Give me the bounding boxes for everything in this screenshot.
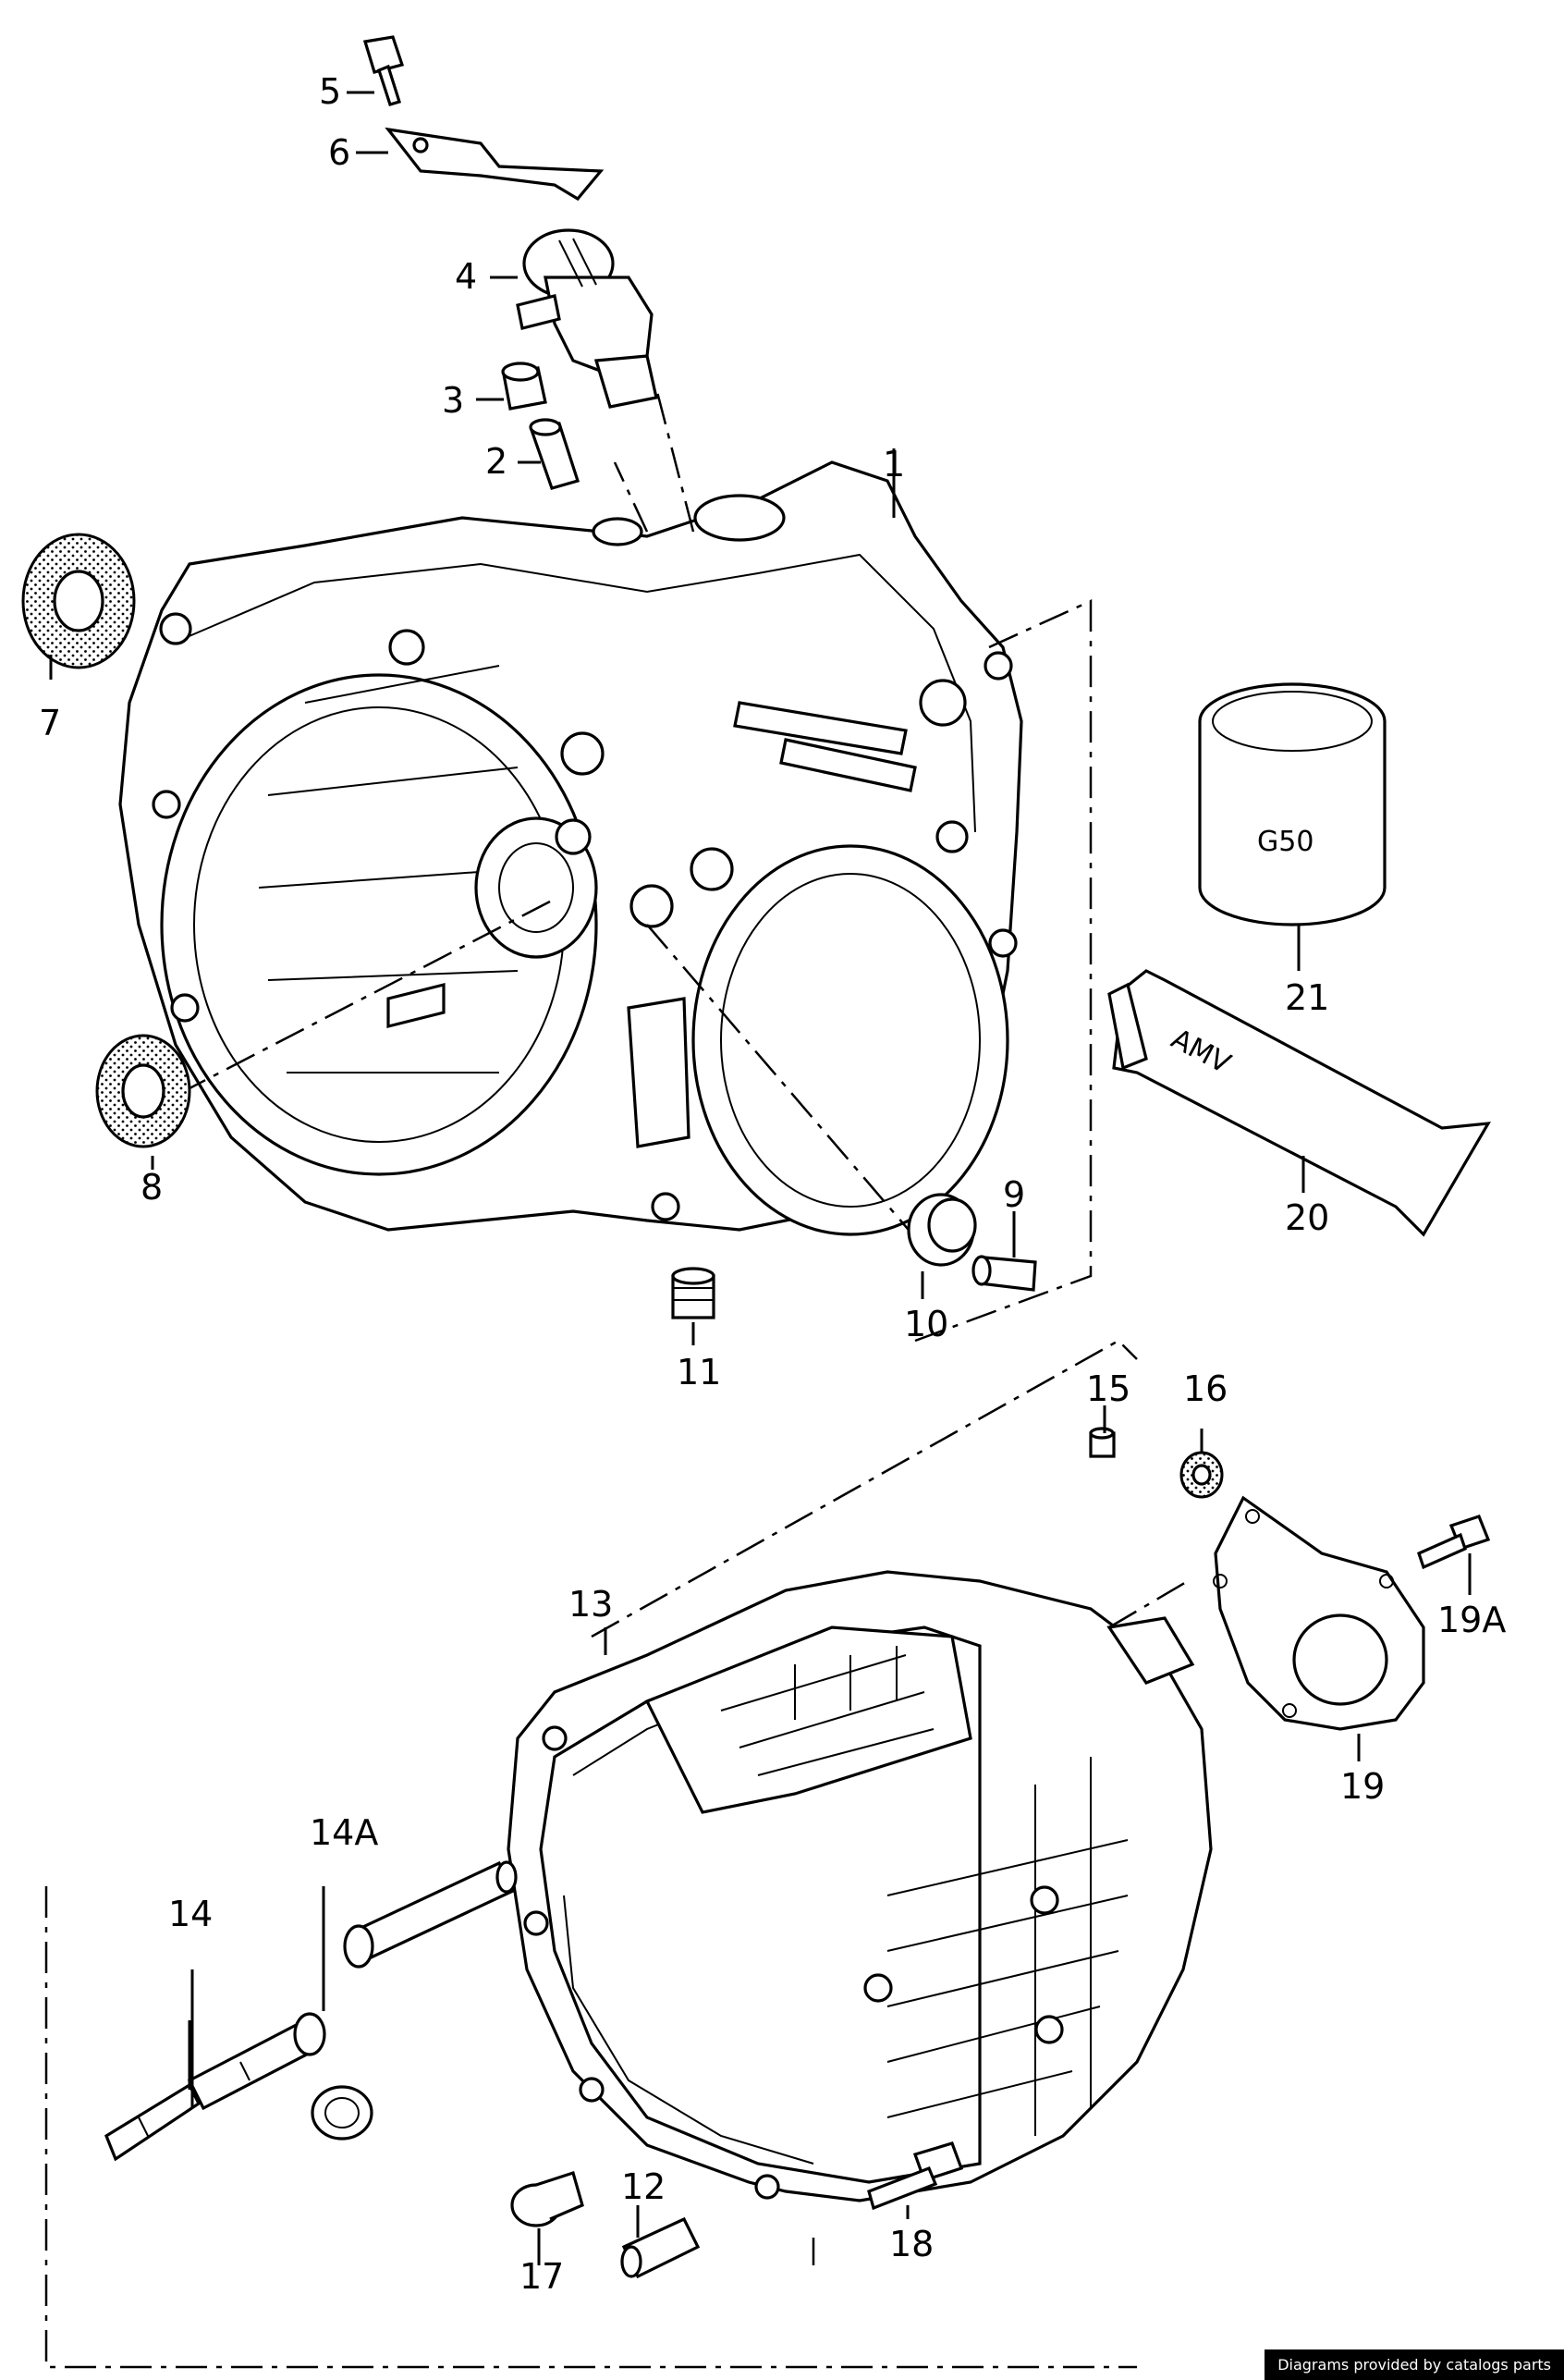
part-14a-rod [343, 1860, 518, 1969]
callout-1: 1 [883, 444, 905, 485]
part-2-sleeve [529, 418, 580, 490]
callout-14: 14 [168, 1894, 213, 1934]
callouts: 1 2 3 4 5 6 7 8 9 10 11 12 13 14 14A 15 … [39, 71, 1506, 2297]
part-3-cap [501, 362, 547, 411]
callout-20: 20 [1285, 1197, 1329, 1238]
callout-7: 7 [39, 703, 61, 743]
part-7-seal [21, 533, 136, 669]
callout-9: 9 [1003, 1174, 1025, 1215]
callout-3: 3 [442, 380, 464, 421]
callout-17: 17 [519, 2256, 564, 2297]
callout-19: 19 [1340, 1766, 1385, 1807]
callout-12: 12 [621, 2166, 666, 2207]
callout-8: 8 [141, 1167, 163, 1208]
part-4-switch [516, 228, 658, 409]
footer-credit: Diagrams provided by catalogs parts [1265, 2349, 1564, 2380]
callout-11: 11 [677, 1352, 721, 1392]
part-21-can: G50 [1198, 682, 1387, 926]
upper-assembly-outline [914, 599, 1093, 1343]
part-17-washer [510, 2170, 584, 2227]
callout-13: 13 [568, 1584, 613, 1625]
callout-4: 4 [455, 256, 477, 297]
callout-19a: 19A [1437, 1600, 1506, 1640]
callout-16: 16 [1183, 1368, 1228, 1409]
part-8-seal [95, 1034, 191, 1148]
callout-6: 6 [328, 132, 350, 173]
part-12-dowel [620, 2216, 701, 2279]
callout-10: 10 [904, 1304, 948, 1344]
bushing [311, 2085, 373, 2141]
part-19a-bolt [1417, 1515, 1491, 1570]
callout-15: 15 [1086, 1368, 1130, 1409]
part-14-shift-lever [104, 2012, 326, 2162]
part-20-tube: AMV [1107, 969, 1491, 1237]
callout-5: 5 [319, 71, 341, 112]
part-11-plug [671, 1267, 715, 1319]
leader-lines [49, 91, 1472, 2265]
callout-2: 2 [485, 441, 507, 482]
part-15-pin [1089, 1427, 1116, 1458]
part-5-bolt [362, 35, 405, 106]
part-9-pin [971, 1255, 1037, 1292]
callout-18: 18 [889, 2224, 934, 2264]
part-16-seal [1179, 1451, 1224, 1499]
part-18-screw [867, 2141, 964, 2211]
can-marking: G50 [1257, 826, 1314, 858]
part-6-bracket [385, 127, 605, 202]
bell-housing [118, 387, 1023, 1249]
part-10-bearing [907, 1193, 977, 1267]
callout-14a: 14A [310, 1812, 378, 1853]
lower-assembly-outline [44, 1339, 1138, 2369]
gearbox-housing [507, 1570, 1213, 2202]
callout-21: 21 [1285, 977, 1329, 1018]
part-19-cover [1213, 1495, 1425, 1731]
